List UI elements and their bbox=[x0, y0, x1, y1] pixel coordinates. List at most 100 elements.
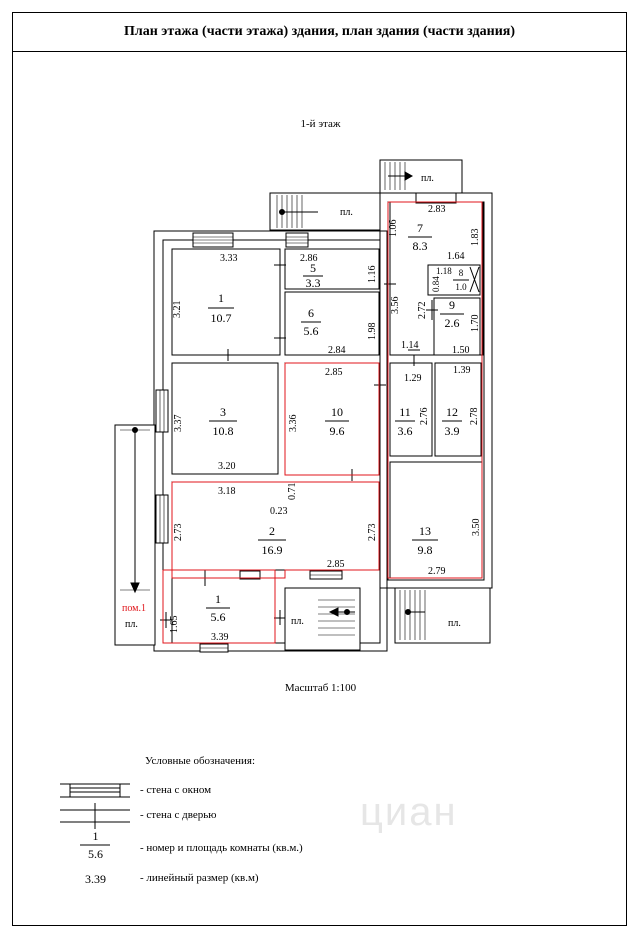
room-2-number: 2 bbox=[269, 524, 275, 538]
room-11: 11 3.6 bbox=[395, 405, 415, 438]
room-3-area: 10.8 bbox=[213, 424, 234, 438]
dim-label: 2.86 bbox=[300, 253, 318, 264]
legend-window-text: - стена с окном bbox=[140, 784, 212, 796]
door-marks bbox=[160, 255, 438, 628]
dim-label: 1.14 bbox=[401, 340, 419, 351]
premises-label: пом.1 bbox=[122, 603, 146, 614]
room-12-number: 12 bbox=[446, 405, 458, 419]
drawing-frame bbox=[12, 12, 627, 926]
room-7-number: 7 bbox=[417, 221, 423, 235]
legend-door-text: - стена с дверью bbox=[140, 809, 217, 821]
room-8: 8 1.0 bbox=[453, 266, 480, 293]
room-7: 7 8.3 bbox=[408, 221, 432, 253]
porch-label: пл. bbox=[340, 207, 353, 218]
dim-label: 1.50 bbox=[452, 345, 470, 356]
dim-label: 1.06 bbox=[388, 220, 399, 238]
dim-label: 1.18 bbox=[436, 266, 452, 276]
dim-label: 1.98 bbox=[367, 323, 378, 341]
room-1-number: 1 bbox=[215, 592, 221, 606]
dim-label: 2.85 bbox=[325, 367, 343, 378]
porch-label: пл. bbox=[448, 618, 461, 629]
room-5-area: 3.3 bbox=[306, 276, 321, 290]
dim-label: 1.29 bbox=[404, 373, 422, 384]
room-6-number: 6 bbox=[308, 306, 314, 320]
dimension-labels: 3.33 3.21 2.86 1.16 1.98 2.84 1.06 2.83 … bbox=[169, 204, 482, 643]
room-4-number: 1 bbox=[218, 291, 224, 305]
window-lines bbox=[159, 236, 342, 649]
watermark: циан bbox=[360, 790, 458, 834]
dim-label: 1.16 bbox=[367, 266, 378, 284]
room-6-area: 5.6 bbox=[304, 324, 319, 338]
room-1: 1 5.6 bbox=[206, 592, 230, 624]
room-5-number: 5 bbox=[310, 261, 316, 275]
dim-label: 3.21 bbox=[172, 301, 183, 319]
room-4-area: 10.7 bbox=[211, 311, 232, 325]
stair-arrows bbox=[130, 171, 425, 617]
dim-label: 2.85 bbox=[327, 559, 345, 570]
porch-label: пл. bbox=[291, 616, 304, 627]
room-9-area: 2.6 bbox=[445, 316, 460, 330]
porch-label: пл. bbox=[421, 173, 434, 184]
legend-room-text: - номер и площадь комнаты (кв.м.) bbox=[140, 842, 303, 854]
dim-label: 2.73 bbox=[173, 524, 184, 542]
legend-title: Условные обозначения: bbox=[145, 755, 256, 767]
room-10: 10 9.6 bbox=[325, 405, 349, 438]
dim-label: 2.72 bbox=[417, 302, 428, 320]
legend-symbols bbox=[60, 783, 130, 846]
legend-sample-area: 5.6 bbox=[88, 847, 103, 861]
dim-label: 1.83 bbox=[470, 229, 481, 247]
dim-label: 2.76 bbox=[419, 408, 430, 426]
room-3: 3 10.8 bbox=[209, 405, 237, 438]
dim-label: 3.18 bbox=[218, 486, 236, 497]
legend-sample-number: 1 bbox=[92, 829, 99, 843]
room-2-area: 16.9 bbox=[262, 543, 283, 557]
dim-label: 2.73 bbox=[367, 524, 378, 542]
room-9-number: 9 bbox=[449, 298, 455, 312]
room-1-area: 5.6 bbox=[211, 610, 226, 624]
dim-label: 2.83 bbox=[428, 204, 446, 215]
scale-label: Масштаб 1:100 bbox=[284, 682, 357, 694]
room-7-area: 8.3 bbox=[413, 239, 428, 253]
porch-labels: пл. пл. пл. пл. пл. пом.1 bbox=[122, 173, 461, 630]
dim-label: 3.33 bbox=[220, 253, 238, 264]
legend-dim-text: - линейный размер (кв.м) bbox=[140, 872, 259, 884]
room-13-number: 13 bbox=[419, 524, 431, 538]
room-6: 6 5.6 bbox=[301, 306, 321, 338]
dim-label: 3.20 bbox=[218, 461, 236, 472]
legend-sample-dim: 3.39 bbox=[85, 872, 106, 886]
dim-label: 2.78 bbox=[469, 408, 480, 426]
room-4: 1 10.7 bbox=[208, 291, 234, 325]
dim-label: 0.23 bbox=[270, 506, 288, 517]
page-title: План этажа (части этажа) здания, план зд… bbox=[12, 12, 627, 52]
dim-label: 1.39 bbox=[453, 365, 471, 376]
dim-label: 3.56 bbox=[390, 297, 401, 315]
room-labels: 1 10.7 5 3.3 6 5.6 7 8.3 9 2.6 3 10.8 bbox=[206, 221, 464, 624]
room-10-number: 10 bbox=[331, 405, 343, 419]
porch-label: пл. bbox=[125, 619, 138, 630]
room-5: 5 3.3 bbox=[303, 261, 323, 290]
dim-label: 2.84 bbox=[328, 345, 346, 356]
dim-label: 3.36 bbox=[288, 415, 299, 433]
room-8-area: 1.0 bbox=[455, 282, 467, 292]
room-3-number: 3 bbox=[220, 405, 226, 419]
room-12: 12 3.9 bbox=[442, 405, 462, 438]
room-2: 2 16.9 bbox=[258, 524, 286, 557]
room-11-area: 3.6 bbox=[398, 424, 413, 438]
dim-label: 2.79 bbox=[428, 566, 446, 577]
room-8-number: 8 bbox=[459, 268, 464, 278]
floor-label: 1-й этаж bbox=[300, 118, 341, 130]
dim-label: 0.71 bbox=[287, 483, 298, 501]
dim-label: 3.39 bbox=[211, 632, 229, 643]
room-9: 9 2.6 bbox=[440, 298, 464, 330]
dim-label: 3.50 bbox=[471, 519, 482, 537]
dim-label: 1.65 bbox=[169, 616, 180, 634]
room-10-area: 9.6 bbox=[330, 424, 345, 438]
dim-label: 3.37 bbox=[173, 415, 184, 433]
room-13: 13 9.8 bbox=[412, 524, 438, 557]
room-11-number: 11 bbox=[399, 405, 411, 419]
room-13-area: 9.8 bbox=[418, 543, 433, 557]
dim-label: 1.70 bbox=[470, 315, 481, 333]
dim-label: 1.64 bbox=[447, 251, 465, 262]
dim-label: 0.84 bbox=[431, 276, 441, 292]
